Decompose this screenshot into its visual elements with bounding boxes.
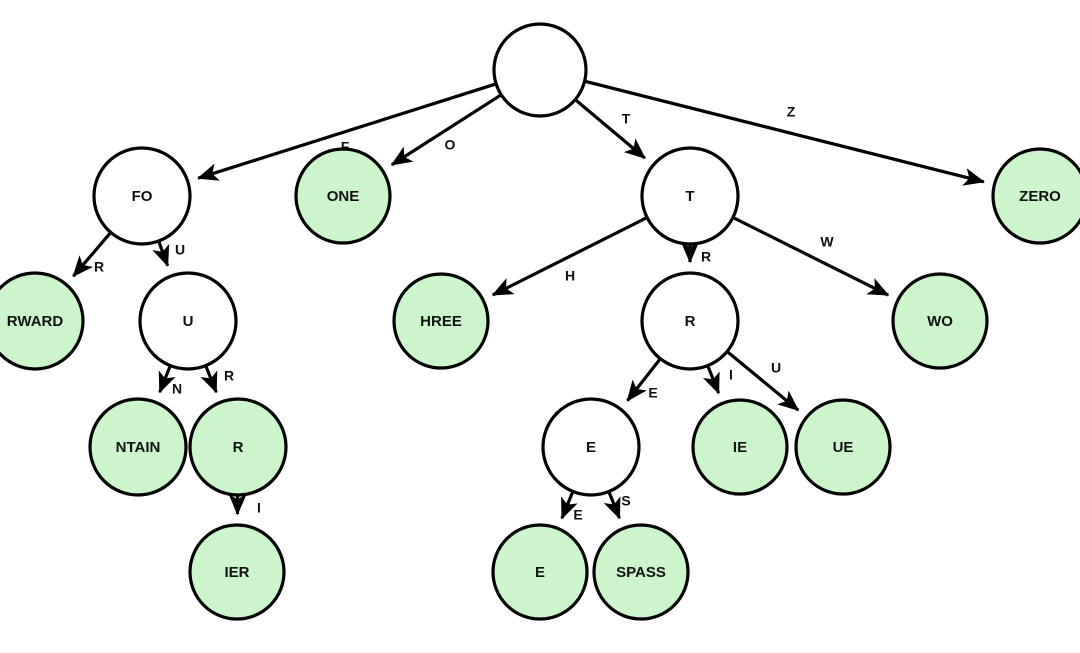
node-label: T bbox=[685, 188, 694, 205]
edges-layer bbox=[72, 79, 985, 520]
node-circle[interactable] bbox=[392, 272, 490, 370]
tree-node[interactable]: IE bbox=[691, 398, 789, 496]
node-circle[interactable] bbox=[0, 271, 85, 371]
node-label: SPASS bbox=[616, 564, 666, 581]
tree-edge bbox=[197, 82, 496, 181]
node-circle[interactable] bbox=[294, 147, 392, 245]
tree-node[interactable]: UE bbox=[794, 398, 892, 496]
tree-edge bbox=[603, 491, 621, 520]
edge-label: Z bbox=[787, 104, 796, 120]
node-circle[interactable] bbox=[492, 22, 588, 118]
tree-edge bbox=[158, 365, 176, 394]
tree-node[interactable]: T bbox=[640, 146, 740, 246]
node-label: NTAIN bbox=[116, 439, 161, 456]
tree-node[interactable]: SPASS bbox=[592, 523, 690, 621]
tree-edge bbox=[626, 358, 661, 402]
node-circle[interactable] bbox=[991, 147, 1080, 245]
tree-edge bbox=[585, 79, 985, 186]
node-circle[interactable] bbox=[891, 272, 989, 370]
tree-edge bbox=[702, 365, 721, 395]
node-circle[interactable] bbox=[88, 397, 188, 497]
tree-edge bbox=[733, 216, 890, 297]
node-label: HREE bbox=[420, 313, 462, 330]
edge-label: R bbox=[94, 259, 104, 275]
node-circle[interactable] bbox=[491, 523, 589, 621]
edge-label: W bbox=[820, 234, 834, 250]
tree-node[interactable] bbox=[492, 22, 588, 118]
tree-node[interactable]: RWARD bbox=[0, 271, 85, 371]
tree-node[interactable]: E bbox=[491, 523, 589, 621]
tree-edge bbox=[574, 99, 646, 160]
node-label: R bbox=[685, 313, 696, 330]
tree-node[interactable]: FO bbox=[92, 146, 192, 246]
edge-label: H bbox=[565, 268, 575, 284]
tree-node[interactable]: ZERO bbox=[991, 147, 1080, 245]
tree-node[interactable]: ONE bbox=[294, 147, 392, 245]
edge-label: E bbox=[573, 507, 582, 523]
edge-label: N bbox=[172, 381, 182, 397]
tree-node[interactable]: NTAIN bbox=[88, 397, 188, 497]
node-label: E bbox=[586, 439, 596, 456]
edge-label: I bbox=[729, 367, 733, 383]
node-circle[interactable] bbox=[188, 397, 288, 497]
edge-label: F bbox=[341, 139, 350, 155]
edge-label: O bbox=[445, 137, 456, 153]
tree-node[interactable]: IER bbox=[188, 523, 286, 621]
tree-node[interactable]: HREE bbox=[392, 272, 490, 370]
edge-label: U bbox=[175, 242, 185, 258]
tree-edge bbox=[726, 350, 800, 412]
tree-edge bbox=[152, 241, 170, 267]
node-circle[interactable] bbox=[541, 397, 641, 497]
node-label: U bbox=[183, 313, 194, 330]
tree-edge bbox=[491, 216, 647, 297]
tree-node[interactable]: U bbox=[138, 271, 238, 371]
edge-label: U bbox=[771, 360, 781, 376]
edge-label: R bbox=[701, 249, 711, 265]
node-circle[interactable] bbox=[92, 146, 192, 246]
edge-label: S bbox=[621, 493, 630, 509]
edge-label: R bbox=[224, 368, 234, 384]
tree-edge bbox=[390, 93, 502, 167]
tree-edge bbox=[200, 365, 218, 394]
node-label: IER bbox=[224, 564, 249, 581]
tree-edge bbox=[560, 491, 578, 520]
node-circle[interactable] bbox=[794, 398, 892, 496]
node-label: ZERO bbox=[1019, 188, 1061, 205]
node-circle[interactable] bbox=[188, 523, 286, 621]
node-circle[interactable] bbox=[592, 523, 690, 621]
node-label: RWARD bbox=[7, 313, 64, 330]
tree-node[interactable]: WO bbox=[891, 272, 989, 370]
node-label: UE bbox=[833, 439, 854, 456]
node-label: WO bbox=[927, 313, 953, 330]
edge-label: E bbox=[648, 385, 657, 401]
node-label: IE bbox=[733, 439, 747, 456]
tree-edge bbox=[72, 232, 112, 278]
node-circle[interactable] bbox=[640, 146, 740, 246]
tree-node[interactable]: R bbox=[188, 397, 288, 497]
node-label: R bbox=[233, 439, 244, 456]
edge-label: T bbox=[622, 111, 631, 127]
node-label: FO bbox=[132, 188, 153, 205]
tree-node[interactable]: R bbox=[640, 271, 740, 371]
node-circle[interactable] bbox=[691, 398, 789, 496]
tree-node[interactable]: E bbox=[541, 397, 641, 497]
node-circle[interactable] bbox=[138, 271, 238, 371]
node-label: ONE bbox=[327, 188, 360, 205]
node-label: E bbox=[535, 564, 545, 581]
edge-label: I bbox=[257, 500, 261, 516]
node-circle[interactable] bbox=[640, 271, 740, 371]
